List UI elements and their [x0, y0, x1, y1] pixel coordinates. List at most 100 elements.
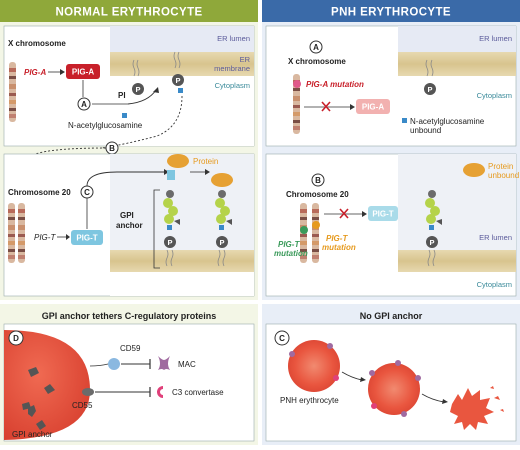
pnh-pig-a-arrowhead	[350, 104, 355, 110]
pnh-pig-t-mutation-green-dot	[300, 226, 308, 234]
normal-title: NORMAL ERYTHROCYTE	[55, 7, 202, 19]
normal-product-nacetyl-icon	[178, 88, 183, 93]
pnh-nacetyl-label1: N-acetylglucosamine	[410, 117, 485, 126]
pnh-anchor-tail-icon-2	[432, 249, 436, 267]
normal-er-lumen-region	[110, 26, 254, 52]
normal-header-bar	[0, 0, 258, 22]
normal-chromosome20-label: Chromosome 20	[8, 188, 71, 197]
normal-anchor-tail-left-icon	[165, 249, 169, 267]
bottom-right-fragment-2	[500, 409, 504, 412]
bottom-right-mac-5-icon	[415, 375, 421, 381]
pnh-protein-label1: Protein	[488, 162, 513, 171]
bottom-right-pnh-label: PNH erythrocyte	[280, 396, 339, 405]
bottom-right-mac-6-icon	[401, 411, 407, 417]
bottom-right-c3-2-icon	[371, 403, 377, 409]
pnh-panel: PNH ERYTHROCYTE ER lumen Cytoplasm A X c…	[262, 0, 520, 300]
bottom-right-arrow-2	[421, 393, 445, 403]
pnh-nacetyl-icon	[402, 118, 407, 123]
pnh-anchor-tail-icon	[427, 249, 431, 267]
bottom-right-mac-4-icon	[395, 360, 401, 366]
bottom-left-cd59-icon	[108, 358, 120, 370]
bottom-left-gpi-anchor-label: GPI anchor	[12, 430, 53, 439]
normal-pig-a-arrowhead	[60, 69, 65, 75]
bottom-left-anchor-4-icon	[36, 420, 46, 430]
normal-product-tail-icon-2	[177, 51, 181, 69]
bottom-left-anchor-2-icon	[44, 384, 55, 394]
pnh-lower-cytoplasm-label: Cytoplasm	[477, 280, 512, 289]
normal-anchor-phosphate-left-icon	[164, 236, 176, 248]
normal-pig-a-protein-box	[66, 64, 100, 79]
pnh-er-lumen-region	[398, 26, 516, 52]
pnh-er-lumen-label: ER lumen	[479, 34, 512, 43]
normal-anchor-tail-right-icon	[217, 249, 221, 267]
pnh-step-b-circle	[311, 173, 325, 187]
pnh-header-bar	[262, 0, 520, 22]
pnh-pig-t-protein-label: PIG-T	[372, 210, 393, 219]
pnh-pig-a-mutation-dot	[293, 80, 301, 88]
bottom-left-mac-icon	[158, 356, 170, 370]
pnh-pig-t-mutation-orange-label1: PIG-T	[326, 234, 348, 243]
normal-step-b-label: B	[109, 144, 115, 153]
normal-attached-protein-icon	[211, 173, 233, 187]
normal-pi-label: PI	[118, 91, 126, 100]
bottom-right-arrowhead-2	[442, 399, 448, 404]
normal-er-membrane-label2: membrane	[214, 64, 250, 73]
bottom-left-cell	[4, 330, 90, 440]
normal-x-chromosome-label: X chromosome	[8, 39, 66, 48]
normal-er-membrane	[110, 52, 254, 76]
bottom-left-gpi-icon	[28, 405, 36, 417]
normal-lower-lumen-region	[110, 154, 254, 250]
normal-er-lumen-label: ER lumen	[217, 34, 250, 43]
pnh-anchor-phosphate-icon	[426, 236, 438, 248]
pnh-chromosome20-icon-2	[312, 203, 319, 263]
normal-chromosome20-icon-1	[8, 203, 15, 263]
normal-cytoplasm-label: Cytoplasm	[215, 81, 250, 90]
normal-anchor-tail-right-icon-2	[222, 249, 226, 267]
pnh-x-chromosome-label: X chromosome	[288, 57, 346, 66]
normal-pig-a-gene-label: PIG-A	[24, 68, 46, 77]
normal-x-chromosome-icon	[9, 62, 16, 122]
pnh-pig-t-mutation-green-label2: mutation	[274, 249, 308, 258]
pnh-protein-label2: unbound	[488, 171, 519, 180]
normal-pi-tail-icon	[132, 59, 136, 77]
normal-transfer-arrowhead	[205, 169, 210, 175]
normal-pi-tail-icon-2	[136, 59, 140, 77]
normal-protein-label: Protein	[193, 157, 218, 166]
normal-pig-t-enzyme-icon	[167, 170, 175, 180]
pnh-pig-t-block-icon	[339, 208, 349, 219]
normal-step-a-circle	[77, 97, 91, 111]
normal-anchor-tail-left-icon-2	[170, 249, 174, 267]
normal-pig-t-arrowhead	[66, 234, 70, 240]
normal-pi-product-icon	[172, 74, 184, 86]
normal-step-c-label: C	[84, 188, 90, 197]
bottom-right-c3-1-icon	[333, 375, 339, 381]
bottom-right-panel: No GPI anchor C PNH erythrocyte	[262, 304, 520, 445]
normal-anchor-phosphate-right-icon	[216, 236, 228, 248]
normal-reaction-arrowhead	[153, 87, 159, 93]
normal-gpi-bracket	[153, 189, 160, 269]
pnh-pi-phosphate-icon	[424, 83, 436, 95]
normal-pig-t-protein-box	[71, 230, 103, 245]
normal-panel: NORMAL ERYTHROCYTE ER lumen ER membrane …	[0, 0, 258, 300]
pnh-title: PNH ERYTHROCYTE	[331, 7, 451, 19]
bottom-right-fragment-1	[494, 396, 500, 400]
bottom-right-label-c-circle	[274, 330, 290, 346]
normal-chromosome20-icon-2	[18, 203, 25, 263]
normal-nacetyl-label: N-acetylglucosamine	[68, 121, 143, 130]
bottom-left-c3-label: C3 convertase	[172, 388, 224, 397]
pnh-pig-t-mutation-orange-dot	[312, 221, 320, 229]
bottom-left-cd59-label: CD59	[120, 344, 141, 353]
bottom-right-arrowhead-1	[360, 377, 366, 382]
pnh-step-a-label: A	[313, 43, 319, 52]
bottom-right-mac-3-icon	[369, 370, 375, 376]
normal-er-membrane-label1: ER	[240, 55, 251, 64]
normal-gpi-anchor-label1: GPI	[120, 211, 134, 220]
bottom-right-cell-1	[288, 340, 340, 392]
normal-pig-a-protein-label: PIG-A	[72, 68, 94, 77]
normal-pig-t-protein-label: PIG-T	[76, 234, 97, 243]
bottom-right-lysed-cell	[450, 388, 494, 430]
bottom-left-cd59-link	[89, 363, 109, 367]
normal-step-a-label: A	[81, 100, 87, 109]
